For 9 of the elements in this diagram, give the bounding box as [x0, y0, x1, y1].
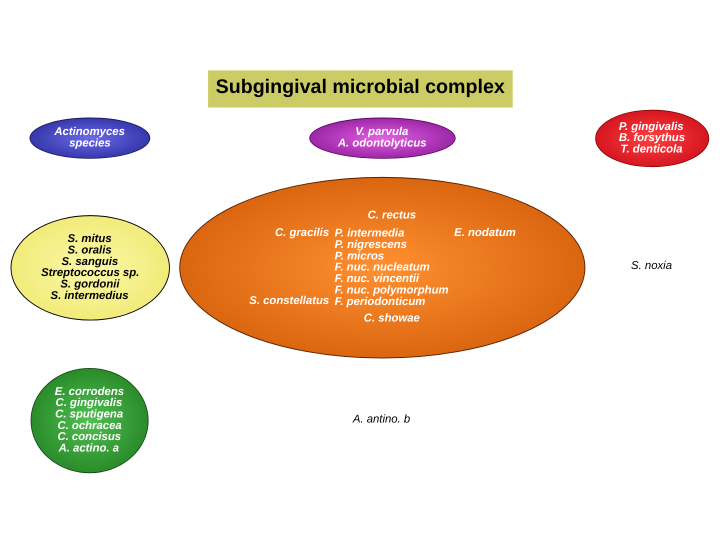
node-ellipse: Actinomyces species	[30, 118, 150, 159]
node-ellipse: S. mitus S. oralis S. sanguis Streptococcus sp. S. gordonii S. intermedius	[10, 215, 170, 321]
label: A. antino. b	[352, 414, 410, 426]
node-ellipse: V. parvula A. odontolyticus	[309, 118, 456, 159]
node-ellipse: E. corrodens C. gingivalis C. sputigena C. ochracea C. concisus A. actino. a	[30, 368, 149, 474]
label: S. noxia	[631, 260, 672, 272]
node-ellipse: P. gingivalis B. forsythus T. denticola	[595, 110, 710, 168]
node-ellipse: C. rectus C. gracilis P. intermedia P. nigrescens P. micros F. nuc. nucleatum F. nuc. vincentii F. nuc. polymorphum F. periodonticum E. nodatum S. constellatus C. showae	[179, 176, 586, 359]
diagram-title: Subgingival microbial complex	[216, 76, 505, 98]
